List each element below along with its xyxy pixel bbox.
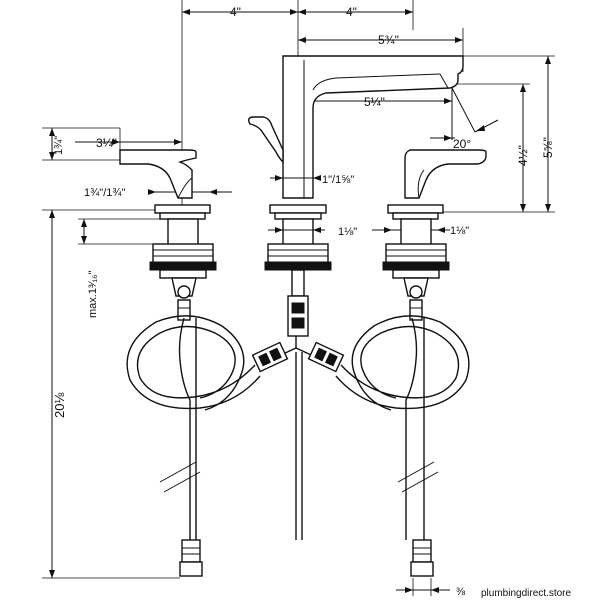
handle-base-label: 1¾"/1¾" xyxy=(84,187,126,199)
right-handle xyxy=(387,149,487,220)
spout-angle-dimension: 20° xyxy=(430,87,499,151)
watermark-text: plumbingdirect.store xyxy=(481,588,571,599)
hose-assembly xyxy=(126,315,470,577)
shank-spout-label: 1⅛" xyxy=(338,226,357,238)
shank-handle-dimension: 1⅛" xyxy=(372,225,469,237)
spout-height-label: 5⅝" xyxy=(541,137,555,158)
handle-dimensions: 1¾" 3¼" 1¾"/1¾" xyxy=(42,127,232,211)
spout-angle-label: 20° xyxy=(453,137,471,151)
spout-reach-label: 5¼" xyxy=(364,95,385,109)
spacing-right-label: 4" xyxy=(346,5,357,19)
spacing-left-label: 4" xyxy=(230,5,241,19)
supply-thread-label: ⅜ xyxy=(456,586,466,598)
spout-reach-overall-label: 5¾" xyxy=(378,33,399,47)
spout-base-label: 1"/1⅝" xyxy=(322,174,354,186)
total-length-label: 20⅛ xyxy=(52,393,67,418)
spout-clearance-label: 4½" xyxy=(516,145,530,166)
left-valve-body xyxy=(149,218,217,321)
handle-length-label: 3¼" xyxy=(96,136,117,150)
max-deck-dimension: max.1³⁄₁₆" xyxy=(78,218,160,318)
left-handle xyxy=(119,149,211,220)
supply-thread-dimension: ⅜ xyxy=(396,578,466,598)
max-deck-label: max.1³⁄₁₆" xyxy=(87,270,99,318)
handle-height-label: 1¾" xyxy=(53,136,65,155)
right-valve-body xyxy=(382,218,450,321)
shank-handle-label: 1⅛" xyxy=(450,225,469,237)
spout-shank: 1⅛" xyxy=(264,218,357,337)
spout-reach-overall-dimension: 5¾" xyxy=(298,28,464,72)
total-length-dimension: 20⅛ xyxy=(42,210,180,579)
spout: 1"/1⅝" xyxy=(247,55,464,220)
